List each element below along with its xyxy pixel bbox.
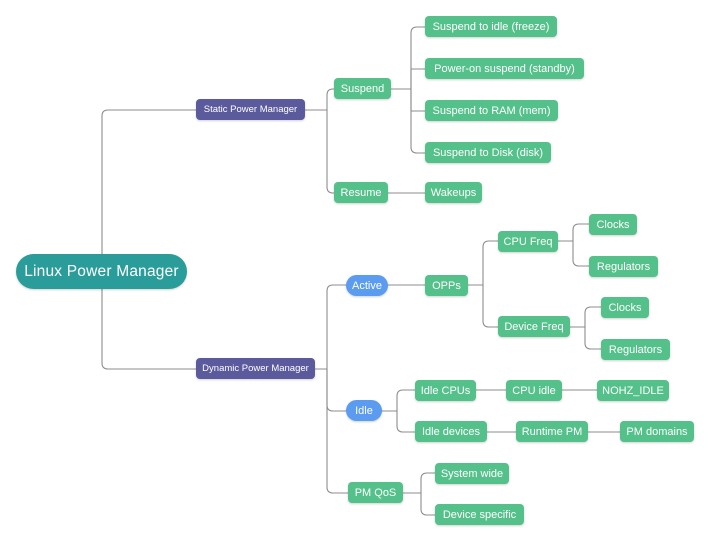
link-root-static [101,109,197,290]
node-active[interactable]: Active [346,275,388,296]
node-suspend[interactable]: Suspend [334,78,391,99]
link-root-dynamic [101,253,197,370]
node-resume[interactable]: Resume [334,182,388,203]
node-cpu-freq[interactable]: CPU Freq [498,231,558,252]
node-runtime-pm[interactable]: Runtime PM [516,421,588,442]
link-opps-devicefreq [482,284,499,328]
node-suspend-to-ram[interactable]: Suspend to RAM (mem) [425,100,558,121]
node-cpufreq-regulators[interactable]: Regulators [589,256,658,277]
link-dyn-idle [326,368,347,412]
link-idle-cpus [396,389,416,412]
node-dynamic-power-manager[interactable]: Dynamic Power Manager [196,358,315,379]
node-idle-devices[interactable]: Idle devices [415,421,487,442]
link-static-resume [326,109,335,194]
node-cpufreq-clocks[interactable]: Clocks [589,214,637,235]
node-device-freq[interactable]: Device Freq [498,316,570,337]
node-devicefreq-regulators[interactable]: Regulators [601,339,670,360]
node-cpu-idle[interactable]: CPU idle [506,380,562,401]
node-power-on-suspend[interactable]: Power-on suspend (standby) [425,58,584,79]
node-pm-domains[interactable]: PM domains [620,421,694,442]
link-dyn-qos [326,368,349,494]
link-qos-system [420,472,436,494]
link-suspend-c4 [410,88,426,154]
node-root[interactable]: Linux Power Manager [16,254,187,289]
node-nohz-idle[interactable]: NOHZ_IDLE [597,380,669,401]
link-devfreq-clocks [584,306,602,328]
node-wakeups[interactable]: Wakeups [425,182,482,203]
link-devfreq-regulators [584,326,602,350]
link-cpufreq-regulators [572,240,590,267]
node-opps[interactable]: OPPs [425,275,468,296]
link-opps-cpufreq [482,240,499,286]
link-static-suspend [326,88,335,111]
node-system-wide[interactable]: System wide [435,463,509,484]
link-suspend-c3 [410,88,426,112]
node-suspend-to-disk[interactable]: Suspend to Disk (disk) [425,142,551,163]
node-suspend-to-idle[interactable]: Suspend to idle (freeze) [425,16,557,37]
link-qos-device [420,492,436,516]
node-static-power-manager[interactable]: Static Power Manager [196,99,305,120]
link-suspend-c1 [410,26,426,90]
link-cpufreq-clocks [572,223,590,242]
link-idle-devices [396,410,416,433]
node-idle[interactable]: Idle [346,400,382,421]
node-device-specific[interactable]: Device specific [435,504,524,525]
node-devicefreq-clocks[interactable]: Clocks [601,297,649,318]
link-dyn-active [326,284,347,370]
node-idle-cpus[interactable]: Idle CPUs [415,380,476,401]
link-suspend-c2 [410,68,426,90]
node-pm-qos[interactable]: PM QoS [348,482,403,503]
